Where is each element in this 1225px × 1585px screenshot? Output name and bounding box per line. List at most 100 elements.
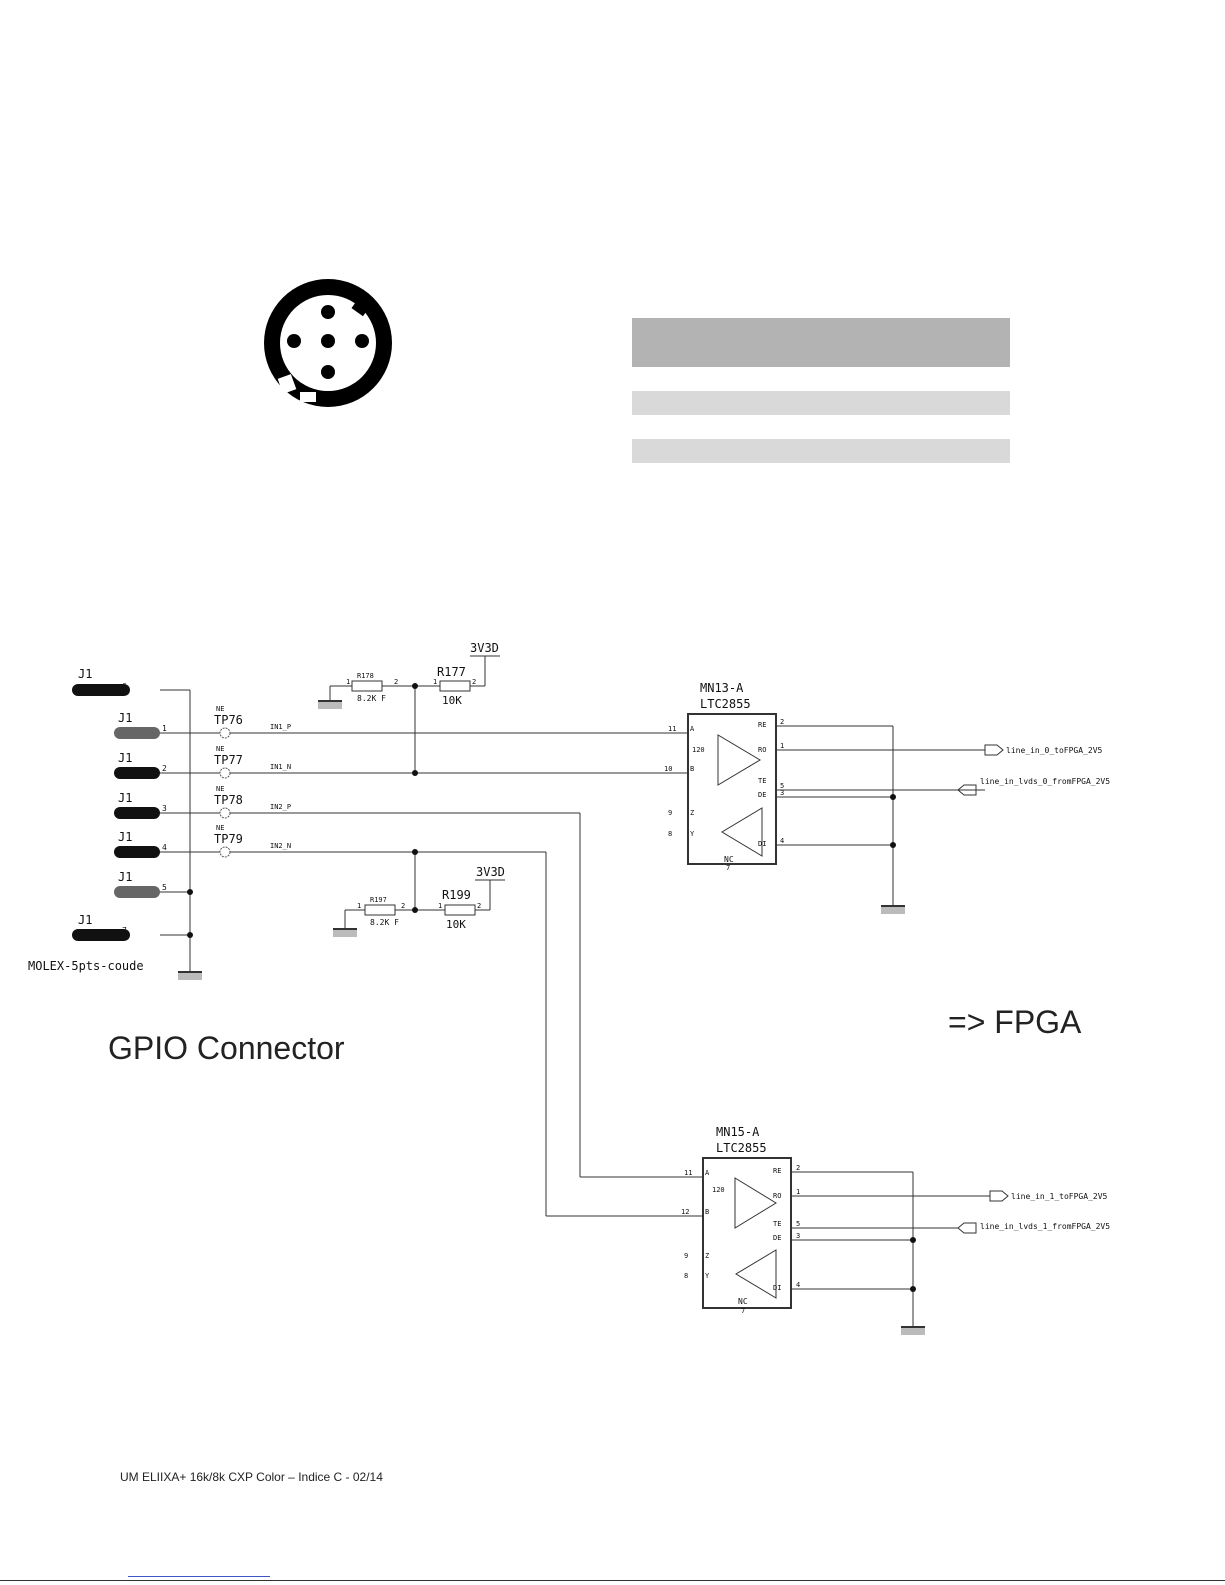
- pin-name: DI: [758, 840, 766, 848]
- pin-number: 3: [162, 804, 167, 813]
- pin-name: TE: [758, 777, 766, 785]
- gpio-connector-title: GPIO Connector: [108, 1030, 345, 1066]
- resistor-ref: R197: [370, 896, 387, 904]
- pin-name: Y: [690, 830, 695, 838]
- connector-ref: J1: [118, 791, 132, 805]
- pin-number: 11: [668, 725, 676, 733]
- ic-part: LTC2855: [716, 1141, 767, 1155]
- pin-number: 2: [394, 678, 398, 686]
- ic-ref: MN13-A: [700, 681, 744, 695]
- pin-number: 5: [162, 883, 167, 892]
- pin-number: 2: [472, 678, 476, 686]
- test-point-ref: TP76: [214, 713, 243, 727]
- resistor-ref: R199: [442, 888, 471, 902]
- pin-name: TE: [773, 1220, 781, 1228]
- test-point-nc: NE: [216, 745, 224, 753]
- net-label: IN2_P: [270, 803, 291, 811]
- resistor-value: 8.2K F: [370, 918, 399, 927]
- pin-name: Z: [690, 809, 694, 817]
- pin-number: 12: [681, 1208, 689, 1216]
- circular-5-pin-connector-icon: [264, 279, 392, 407]
- table-row: [632, 391, 1010, 415]
- connector-part-label: MOLEX-5pts-coude: [28, 959, 144, 973]
- pin-name: A: [705, 1169, 710, 1177]
- resistor-ref: R178: [357, 672, 374, 680]
- termination-label: 120: [712, 1186, 725, 1194]
- resistor-value: 10K: [442, 694, 462, 707]
- connector-ref: J1: [78, 667, 92, 681]
- pin-name: RE: [758, 721, 766, 729]
- termination-label: 120: [692, 746, 705, 754]
- pin-name: B: [690, 765, 694, 773]
- connector-ref: J1: [118, 870, 132, 884]
- pin-number: 8: [684, 1272, 688, 1280]
- pin-name: B: [705, 1208, 709, 1216]
- resistor-value: 10K: [446, 918, 466, 931]
- test-point-ref: TP79: [214, 832, 243, 846]
- pin-number: 3: [796, 1232, 800, 1240]
- pin-number: 2: [162, 764, 167, 773]
- pin-name: Y: [705, 1272, 710, 1280]
- pin-name: RO: [758, 746, 766, 754]
- pin-number: 1: [438, 902, 442, 910]
- resistor-value: 8.2K F: [357, 694, 386, 703]
- table-row: [632, 367, 1010, 391]
- pin-name: RO: [773, 1192, 781, 1200]
- pin-number: 1: [796, 1188, 800, 1196]
- fpga-title: => FPGA: [948, 1004, 1082, 1040]
- test-point-nc: NE: [216, 705, 224, 713]
- pin-number: 4: [780, 837, 784, 845]
- pin-number: 2: [401, 902, 405, 910]
- pin-number: 1: [357, 902, 361, 910]
- pin-name: Z: [705, 1252, 709, 1260]
- pin-name: DI: [773, 1284, 781, 1292]
- pin-number: 7: [122, 926, 127, 935]
- connector-ref: J1: [118, 711, 132, 725]
- pin-number: 2: [477, 902, 481, 910]
- pin-number: 1: [433, 678, 437, 686]
- test-point-nc: NE: [216, 824, 224, 832]
- test-point-ref: TP77: [214, 753, 243, 767]
- pin-number: 3: [780, 789, 784, 797]
- table-row: [632, 415, 1010, 439]
- pin-number: 4: [162, 843, 167, 852]
- footer-divider: [0, 1580, 1225, 1581]
- net-label: IN2_N: [270, 842, 291, 850]
- pin-number: 1: [780, 742, 784, 750]
- pin-name: DE: [758, 791, 766, 799]
- pin-name: RE: [773, 1167, 781, 1175]
- pin-number: 11: [684, 1169, 692, 1177]
- pin-number: 8: [668, 830, 672, 838]
- table-header-row: [632, 318, 1010, 367]
- test-point-ref: TP78: [214, 793, 243, 807]
- supply-label: 3V3D: [476, 865, 505, 879]
- pin-number: 4: [796, 1281, 800, 1289]
- input-net-label: line_in_lvds_0_fromFPGA_2V5: [980, 777, 1110, 786]
- pin-number: 10: [664, 765, 672, 773]
- pin-number: 7: [726, 864, 730, 872]
- pin-number: 9: [668, 809, 672, 817]
- output-net-label: line_in_1_toFPGA_2V5: [1011, 1192, 1108, 1201]
- output-net-label: line_in_0_toFPGA_2V5: [1006, 746, 1103, 755]
- connector-ref: J1: [118, 830, 132, 844]
- footer-link[interactable]: [128, 1576, 270, 1577]
- page-footer: UM ELIIXA+ 16k/8k CXP Color – Indice C -…: [120, 1470, 383, 1484]
- supply-label: 3V3D: [470, 641, 499, 655]
- ic-ref: MN15-A: [716, 1125, 760, 1139]
- pin-number: 5: [796, 1220, 800, 1228]
- table-row: [632, 439, 1010, 463]
- resistor-ref: R177: [437, 665, 466, 679]
- nc-label: NC: [738, 1297, 748, 1306]
- ic-part: LTC2855: [700, 697, 751, 711]
- pin-name: A: [690, 725, 695, 733]
- test-point-nc: NE: [216, 785, 224, 793]
- pin-number: 9: [684, 1252, 688, 1260]
- net-label: IN1_P: [270, 723, 291, 731]
- pinout-table: [632, 318, 1010, 463]
- connector-ref: J1: [78, 913, 92, 927]
- pin-number: 5: [780, 782, 784, 790]
- pin-number: 2: [796, 1164, 800, 1172]
- connector-ref: J1: [118, 751, 132, 765]
- pin-number: 7: [741, 1307, 745, 1315]
